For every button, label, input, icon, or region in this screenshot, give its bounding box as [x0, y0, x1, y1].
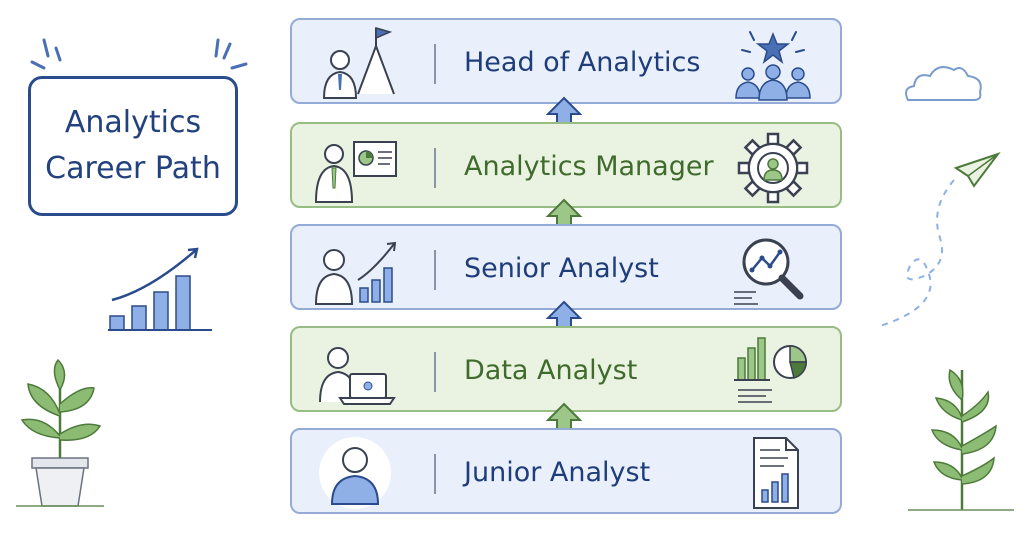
analyst-laptop-icon [319, 347, 396, 405]
report-document-icon [753, 437, 799, 509]
stage-separator [434, 250, 436, 290]
sparkle-lines-left-icon [30, 38, 62, 70]
stage-label: Senior Analyst [464, 253, 659, 284]
stage-analytics-manager: Analytics Manager [290, 122, 842, 208]
stage-senior-analyst: Senior Analyst [290, 224, 842, 310]
bar-pie-chart-icon [734, 337, 807, 403]
manager-presentation-icon [314, 141, 397, 203]
sparkle-lines-right-icon [214, 38, 248, 70]
analyst-growth-chart-icon [314, 241, 397, 305]
career-ladder: Head of Analytics Analytics Manager [290, 18, 842, 518]
stage-label: Head of Analytics [464, 47, 701, 78]
stage-separator [434, 148, 436, 188]
stage-separator [434, 454, 436, 494]
stage-label: Junior Analyst [464, 457, 651, 488]
paper-plane-icon [879, 152, 1001, 327]
career-path-title-box: Analytics Career Path [28, 76, 238, 216]
potted-plant-icon [16, 358, 104, 507]
gear-person-icon [737, 132, 809, 204]
title-line-2: Career Path [45, 151, 221, 186]
stage-label: Analytics Manager [464, 151, 714, 182]
person-icon [319, 437, 391, 509]
leader-flag-mountain-icon [322, 27, 395, 99]
team-star-icon [735, 31, 811, 101]
cloud-icon [905, 66, 982, 101]
stage-separator [434, 44, 436, 84]
stage-data-analyst: Data Analyst [290, 326, 842, 412]
stage-label: Data Analyst [464, 355, 638, 386]
title-line-1: Analytics [64, 105, 202, 140]
growth-bar-chart-icon [108, 247, 212, 331]
stage-separator [434, 352, 436, 392]
stage-head-of-analytics: Head of Analytics [290, 18, 842, 104]
sprout-plant-icon [908, 368, 1014, 511]
stage-junior-analyst: Junior Analyst [290, 428, 842, 514]
magnifier-trend-icon [734, 238, 804, 305]
